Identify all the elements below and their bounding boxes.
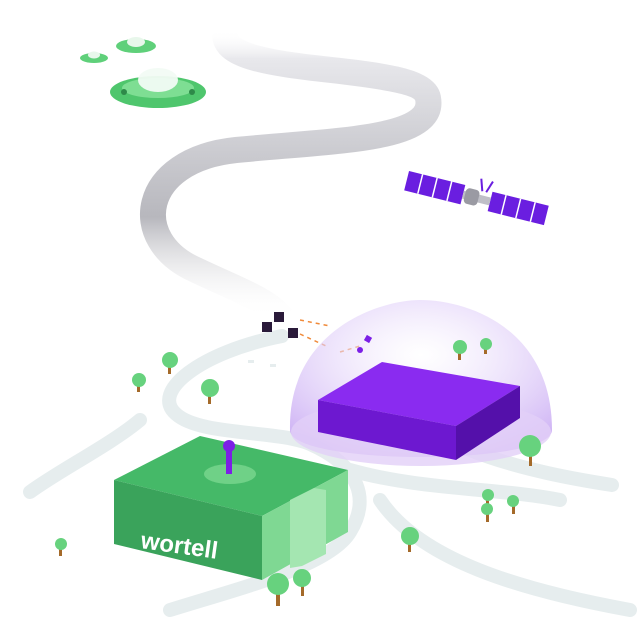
tree — [55, 538, 67, 556]
tree — [507, 495, 519, 514]
tree — [201, 379, 219, 404]
satellite — [404, 170, 549, 226]
trees — [55, 338, 541, 606]
tree — [162, 352, 178, 374]
tree — [132, 373, 146, 392]
tree — [401, 527, 419, 552]
tree — [480, 338, 492, 354]
tree — [267, 573, 289, 606]
purple-dome-building — [289, 300, 552, 466]
tree — [519, 435, 541, 466]
data-cubes — [248, 312, 298, 367]
ufo-large — [110, 68, 206, 108]
wortell-building: wortell — [114, 436, 348, 580]
tree — [453, 340, 467, 360]
tree — [481, 503, 493, 522]
tree — [293, 569, 311, 596]
ufo-small-left — [80, 51, 108, 63]
tree — [482, 489, 494, 508]
winding-road — [140, 17, 442, 331]
ufo-medium — [116, 37, 156, 53]
